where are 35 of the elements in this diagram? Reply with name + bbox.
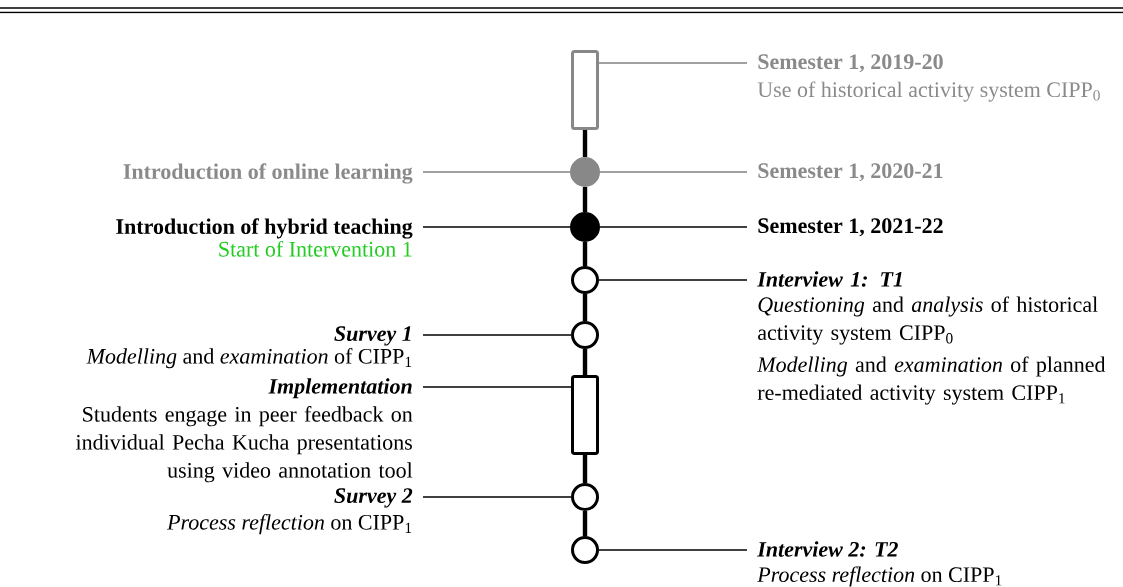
period-bar <box>571 375 599 455</box>
leader-line <box>598 62 748 64</box>
event-label: Introduction of hybrid teaching Start of Intervention 1 <box>116 218 413 257</box>
leader-line <box>422 226 571 228</box>
leader-line <box>599 171 748 173</box>
timeline-segment <box>582 455 588 483</box>
timeline-segment <box>582 511 588 536</box>
milestone-circle <box>570 212 600 242</box>
event-label: Survey 2 Process reflection on CIPP$_{1}$ <box>166 488 413 535</box>
event-label: Survey 1 Modelling and examination of CIPP$_{1}$ <box>86 326 412 369</box>
timeline-segment <box>582 349 588 375</box>
milestone-circle <box>571 536 599 564</box>
event-label: Interview 1: T1 Questioning and analysis of historical activity system CIPP$_{0}$ Modelling and examination of planned re-mediated activity system CIPP$_{1}$ <box>757 271 1106 405</box>
milestone-circle <box>571 266 599 294</box>
event-label: Introduction of online learning <box>123 163 413 184</box>
milestone-circle <box>571 321 599 349</box>
event-label: Implementation Students engage in peer feedback on individual Pecha Kucha presentations using video annotation tool <box>75 378 413 483</box>
leader-line <box>598 279 748 281</box>
timeline-segment <box>582 130 588 157</box>
period-bar <box>571 50 599 130</box>
leader-line <box>422 386 572 388</box>
leader-line <box>422 171 571 173</box>
timeline-segment <box>582 294 588 321</box>
leader-line <box>422 334 572 336</box>
timeline-segment <box>582 242 588 266</box>
leader-line <box>598 549 748 551</box>
timeline-segment <box>582 187 588 212</box>
event-label: Interview 2: T2 Process reflection on CIPP$_{1}$ <box>757 541 1002 587</box>
event-label: Semester 1, 2021-22 <box>758 218 943 237</box>
milestone-circle <box>571 483 599 511</box>
milestone-circle <box>570 157 600 187</box>
leader-line <box>599 226 748 228</box>
leader-line <box>422 496 572 498</box>
event-label: Semester 1, 2020-21 <box>758 163 943 182</box>
event-label: Semester 1, 2019-20 Use of historical activity system CIPP$_{0}$ <box>757 54 1100 102</box>
